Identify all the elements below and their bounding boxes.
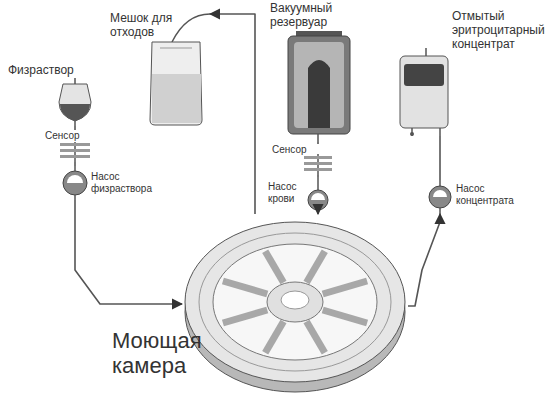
washing-chamber-part <box>265 251 283 282</box>
waste-bag-part <box>172 14 210 42</box>
washing-chamber-part <box>185 222 405 382</box>
tube-connector <box>408 214 440 306</box>
washing-chamber-part <box>223 281 267 294</box>
sensor-part <box>60 149 90 152</box>
waste-bag-part <box>152 74 201 123</box>
sensor: Сенсор <box>45 130 105 162</box>
washing-chamber-part <box>281 291 309 309</box>
concentrate-bag-part <box>410 132 414 136</box>
pump-part <box>74 166 76 171</box>
tube-connector <box>439 136 441 180</box>
pump-part <box>317 210 319 212</box>
concentrate-bag-part <box>400 56 448 128</box>
node-label: Насос физраствора <box>91 171 157 194</box>
pump-part <box>63 171 87 195</box>
node-label: Сенсор <box>272 144 316 156</box>
pump-part <box>433 190 447 197</box>
washing-chamber-part <box>307 321 325 352</box>
saline-bag-part <box>59 84 91 121</box>
washing-chamber-part <box>267 282 323 322</box>
sensor-part <box>60 155 90 158</box>
pump-part <box>439 208 441 214</box>
concentrate-bag-part <box>425 48 427 56</box>
saline-bag-part <box>60 104 90 121</box>
saline-bag: Физраствор <box>8 64 100 126</box>
vacuum-reservoir-part <box>317 134 319 142</box>
waste-bag-part <box>150 42 202 125</box>
node-label: Насос концентрата <box>456 183 538 206</box>
sensor-part <box>304 168 332 171</box>
waste-bag: Мешок для отходов <box>110 12 210 130</box>
washing-chamber-shape <box>182 214 408 394</box>
tube-connector <box>317 212 319 214</box>
sensor-part <box>60 143 90 146</box>
washing-chamber-part <box>307 251 325 282</box>
pump-part <box>311 193 325 200</box>
washing-chamber-part <box>323 310 367 323</box>
saline-bag-part <box>74 121 76 126</box>
node-label: Вакуумный резервуар <box>270 2 358 30</box>
waste-bag-part <box>160 48 192 49</box>
pump-part <box>429 186 451 208</box>
tube-connector <box>210 14 255 214</box>
node-label: Насос крови <box>268 181 304 204</box>
tube-connector <box>317 175 319 177</box>
node-label: Сенсор <box>45 130 95 142</box>
node-label: Мешок для отходов <box>110 12 205 40</box>
pump-part <box>308 190 328 210</box>
tube-connector <box>74 126 76 130</box>
washing-chamber-part <box>265 321 283 352</box>
tube-connector <box>317 142 319 144</box>
washing-chamber-part <box>323 281 367 294</box>
pump-part <box>439 180 441 186</box>
sensor: Сенсор <box>272 144 338 175</box>
node-label: Моющая камера <box>112 328 212 379</box>
washing-chamber-part <box>199 233 391 371</box>
pump-part <box>74 195 76 200</box>
node-label: Отмытый эритроцитарный концентрат <box>452 10 550 51</box>
washing-chamber-part <box>223 310 267 323</box>
pump-part <box>67 175 83 183</box>
tube-connector <box>75 200 182 304</box>
tube-connector <box>74 162 76 166</box>
concentrate-bag-part <box>404 64 444 86</box>
washing-chamber-part <box>213 244 377 360</box>
vacuum-reservoir-part <box>288 36 350 134</box>
pump-part <box>317 177 319 190</box>
sensor-part <box>304 156 332 159</box>
vacuum-reservoir-part <box>308 60 330 128</box>
pump: Насос крови <box>268 177 332 212</box>
vacuum-reservoir-part <box>294 42 344 128</box>
pump: Насос физраствора <box>58 166 158 200</box>
concentrate-bag-part <box>439 128 441 136</box>
saline-bag-part <box>74 78 76 84</box>
washing-chamber: Моющая камера <box>182 214 408 394</box>
node-label: Физраствор <box>8 64 98 78</box>
vacuum-reservoir: Вакуумный резервуар <box>270 2 360 142</box>
pump: Насос концентрата <box>428 180 540 214</box>
sensor-part <box>304 162 332 165</box>
concentrate-bag: Отмытый эритроцитарный концентрат <box>392 8 552 136</box>
